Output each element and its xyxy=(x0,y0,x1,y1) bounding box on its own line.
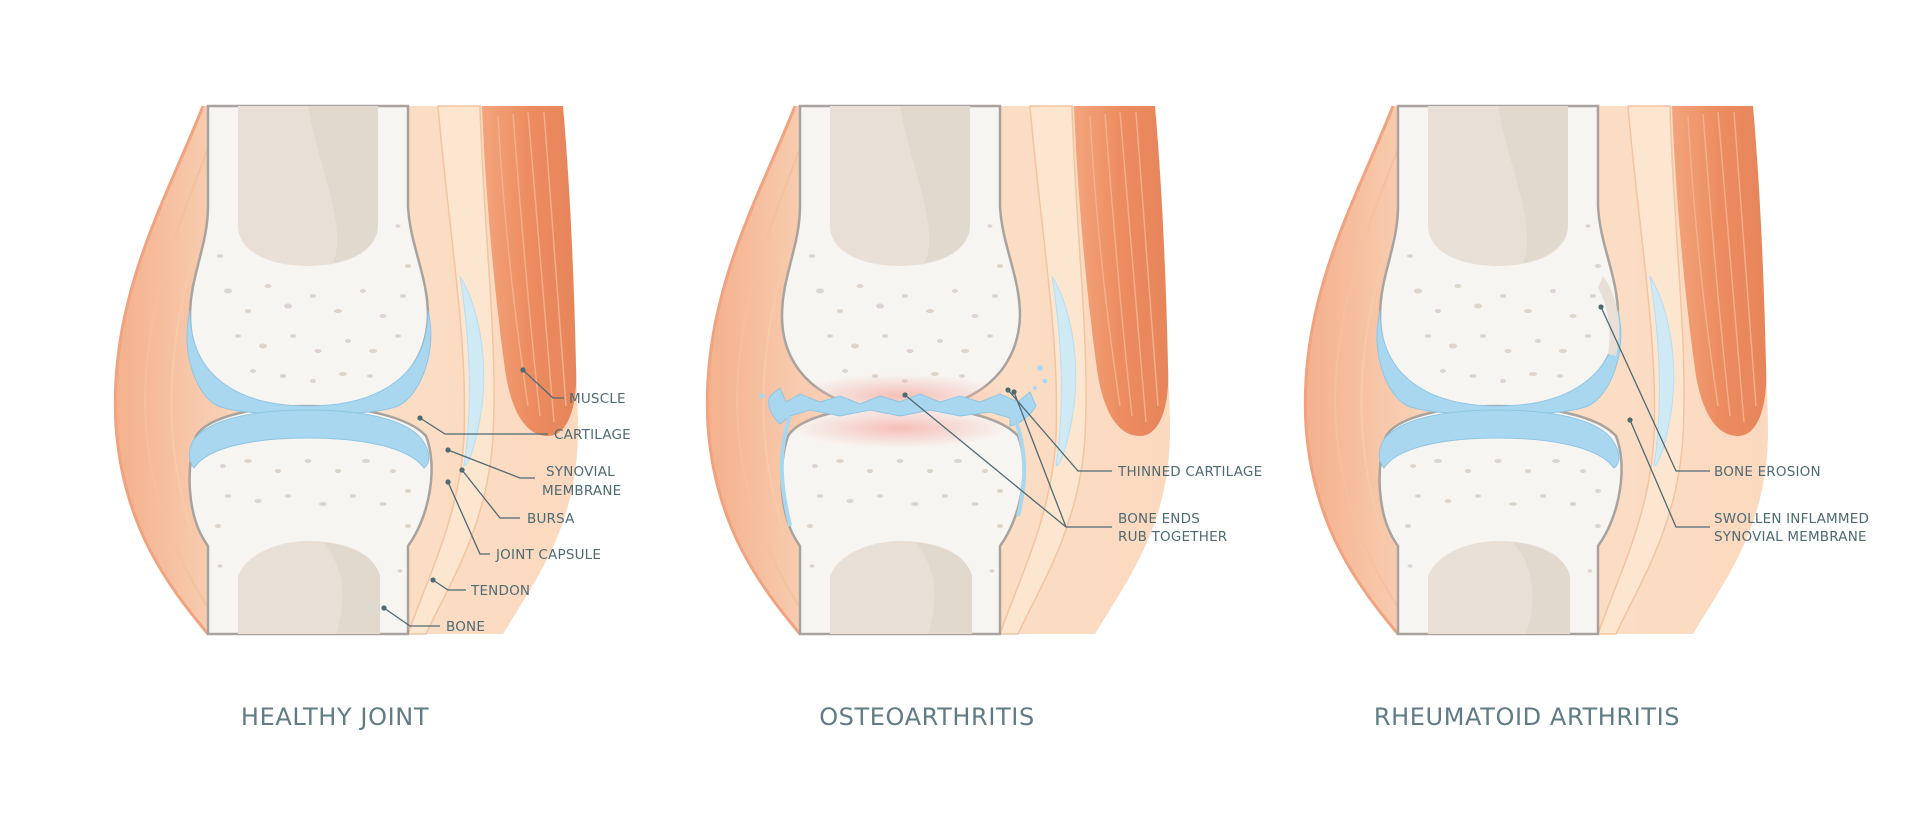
label-bursa: BURSA xyxy=(459,467,575,527)
label-synovial-membrane: SYNOVIAL MEMBRANE xyxy=(445,447,621,499)
svg-text:BONE EROSION: BONE EROSION xyxy=(1714,464,1821,480)
svg-text:SYNOVIAL: SYNOVIAL xyxy=(546,464,615,480)
svg-text:TENDON: TENDON xyxy=(470,583,530,599)
healthy-cartilage xyxy=(186,310,432,469)
title-rheumatoid-arthritis: RHEUMATOID ARTHRITIS xyxy=(1374,703,1680,731)
label-joint-capsule: JOINT CAPSULE xyxy=(445,479,601,563)
rheumatoid-panel xyxy=(1303,104,1770,636)
label-muscle: MUSCLE xyxy=(520,367,626,407)
label-bone-erosion: BONE EROSION xyxy=(1598,304,1821,480)
label-thinned-cartilage: THINNED CARTILAGE xyxy=(1005,387,1262,480)
label-swollen-synovial-membrane: SWOLLEN INFLAMMED SYNOVIAL MEMBRANE xyxy=(1627,417,1869,545)
osteoarthritis-panel xyxy=(705,104,1172,636)
svg-text:BONE ENDS: BONE ENDS xyxy=(1118,511,1200,527)
healthy-labels: MUSCLE CARTILAGE SYNOVIAL MEMBRANE BURSA… xyxy=(381,367,631,635)
title-healthy-joint: HEALTHY JOINT xyxy=(241,703,429,731)
title-osteoarthritis: OSTEOARTHRITIS xyxy=(819,703,1035,731)
svg-text:CARTILAGE: CARTILAGE xyxy=(554,427,631,443)
svg-text:RUB TOGETHER: RUB TOGETHER xyxy=(1118,529,1227,545)
svg-text:BURSA: BURSA xyxy=(527,511,575,527)
svg-text:MUSCLE: MUSCLE xyxy=(569,391,626,407)
oa-friction-glow-lower xyxy=(790,408,1010,448)
label-tendon: TENDON xyxy=(430,577,530,599)
healthy-joint-panel xyxy=(113,104,580,636)
oa-thinned-cartilage xyxy=(759,365,1048,527)
label-bone-ends-rub: BONE ENDS RUB TOGETHER xyxy=(902,389,1227,545)
svg-text:MEMBRANE: MEMBRANE xyxy=(542,483,621,499)
svg-text:SWOLLEN INFLAMMED: SWOLLEN INFLAMMED xyxy=(1714,511,1869,527)
ra-knee-illustration xyxy=(1303,104,1770,636)
label-bone: BONE xyxy=(381,605,485,635)
svg-text:THINNED CARTILAGE: THINNED CARTILAGE xyxy=(1117,464,1262,480)
svg-text:BONE: BONE xyxy=(446,619,485,635)
ra-labels: BONE EROSION SWOLLEN INFLAMMED SYNOVIAL … xyxy=(1598,304,1869,545)
oa-labels: THINNED CARTILAGE BONE ENDS RUB TOGETHER xyxy=(902,387,1262,545)
svg-text:SYNOVIAL MEMBRANE: SYNOVIAL MEMBRANE xyxy=(1714,529,1867,545)
ra-cartilage xyxy=(1376,310,1622,469)
oa-knee-illustration xyxy=(705,104,1172,636)
label-cartilage: CARTILAGE xyxy=(417,415,631,443)
svg-text:JOINT CAPSULE: JOINT CAPSULE xyxy=(495,547,601,563)
